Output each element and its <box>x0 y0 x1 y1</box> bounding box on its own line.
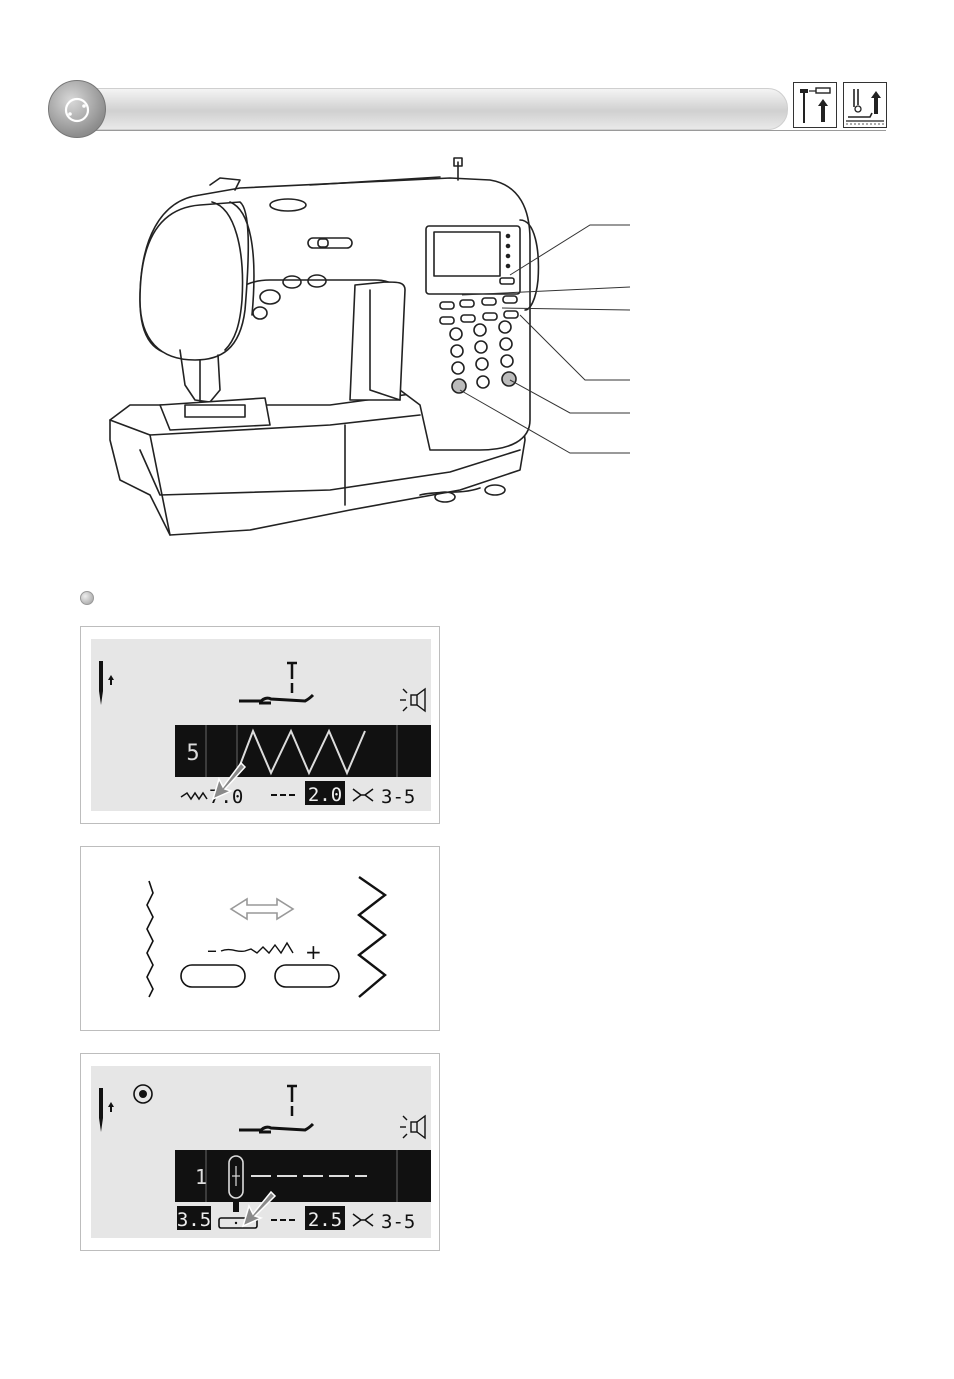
lcd-screen-1: 5 7.0 2.0 3-5 <box>91 639 431 811</box>
stitch-length-value: 2.5 <box>308 1209 342 1231</box>
double-arrow-icon <box>231 899 293 919</box>
lcd-screen-2: 1 3.5 2.5 3-5 <box>91 1066 431 1238</box>
section-bullet-icon <box>80 591 94 605</box>
wide-zigzag-icon <box>359 877 385 997</box>
minus-label: – <box>207 938 217 962</box>
header-rule <box>58 130 886 131</box>
display-panel-2: 1 3.5 2.5 3-5 <box>80 1053 440 1251</box>
pattern-number: 5 <box>186 741 199 766</box>
bobbin-icon <box>134 1085 152 1103</box>
left-value: 3.5 <box>177 1209 211 1231</box>
display-panel-1: 5 7.0 2.0 3-5 <box>80 626 440 824</box>
plus-label: + <box>305 940 322 964</box>
header-bar <box>58 88 788 130</box>
wave-stitch-icon <box>221 943 293 953</box>
needle-up-icon <box>793 82 837 128</box>
tension-icon <box>353 789 373 801</box>
sound-icon <box>400 689 425 711</box>
tension-value: 3-5 <box>381 1211 415 1233</box>
presser-foot-up-icon <box>843 82 887 128</box>
sound-icon <box>400 1116 425 1138</box>
width-decrease-button[interactable] <box>181 965 245 987</box>
presser-foot-up-icon <box>239 1086 313 1132</box>
needle-up-icon <box>99 1088 114 1132</box>
narrow-zigzag-icon <box>147 881 153 997</box>
leader-lines <box>440 215 640 465</box>
width-increase-button[interactable] <box>275 965 339 987</box>
presser-foot-up-icon <box>239 663 313 703</box>
width-adjust-panel: – + <box>80 846 440 1031</box>
pattern-number: 1 <box>195 1165 207 1189</box>
tension-value: 3-5 <box>381 786 415 808</box>
section-disc-icon <box>48 80 106 138</box>
zigzag-width-icon <box>181 793 207 799</box>
pattern-band <box>175 725 431 777</box>
tension-icon <box>353 1214 373 1226</box>
stitch-length-value: 2.0 <box>308 784 342 806</box>
needle-up-icon <box>99 661 114 705</box>
